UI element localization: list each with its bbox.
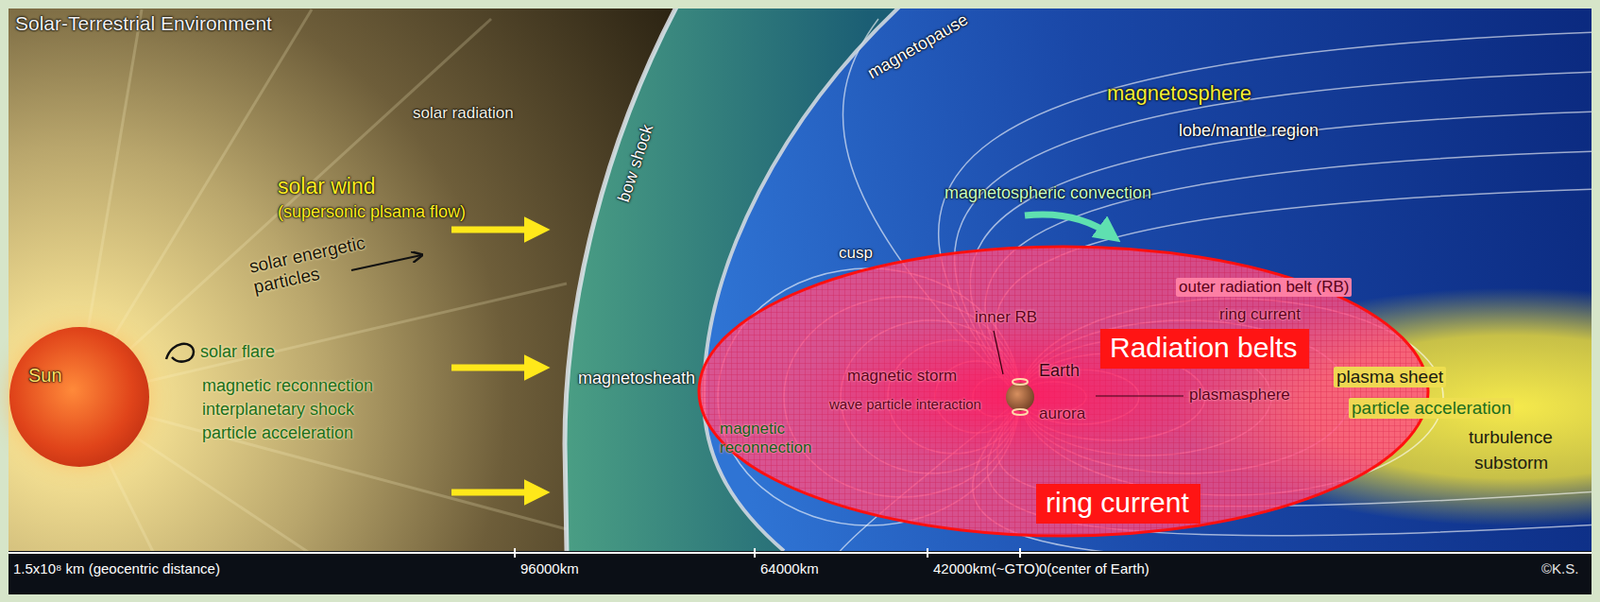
region-label: magnetic storm [847, 366, 957, 386]
region-label: plasmasphere [1189, 385, 1291, 405]
diagram-title: Solar-Terrestrial Environment [15, 12, 273, 35]
scale-label: ©K.S. [1541, 560, 1579, 577]
solar-wind-arrows [451, 229, 541, 493]
sun-ray [76, 397, 567, 529]
highlight-hatch [698, 246, 1429, 536]
region-label: solar flare [200, 341, 275, 362]
sun-ray [76, 283, 567, 398]
region-label: magnetic reconnection [719, 419, 834, 457]
scale-label: 42000km(~GTO) [933, 560, 1040, 577]
region-label: lobe/mantle region [1178, 120, 1319, 141]
highlight-ellipse [698, 246, 1429, 536]
aurora-oval [1012, 378, 1028, 385]
region-label: inner RB [974, 307, 1038, 327]
scale-tick [1019, 547, 1022, 558]
bow-shock-line [564, 8, 681, 551]
scale-ticks [514, 547, 1021, 558]
scale-label: 64000km [760, 560, 819, 577]
scale-tick [926, 547, 929, 558]
scale-label: 0(center of Earth) [1038, 560, 1150, 577]
region-label: outer radiation belt (RB) [1175, 277, 1352, 297]
sun-rays [76, 9, 567, 586]
region-label: particle acceleration [202, 423, 354, 443]
solar-wind-arrow [451, 489, 541, 496]
aurora-oval [1012, 408, 1028, 415]
sun-circle: Sun [9, 326, 150, 467]
region-label: solar radiation [412, 103, 514, 123]
solar-wind-arrow [451, 364, 541, 372]
region-label: magnetosphere [1106, 81, 1252, 105]
region-label: aurora [1038, 404, 1086, 424]
convection-arrow [1024, 214, 1113, 237]
region-label: interplanetary shock [202, 399, 355, 420]
region-label: ring current [1219, 305, 1301, 324]
scale-tick [753, 547, 756, 558]
scale-label: 1.5x10⁸ km (geocentric distance) [13, 560, 221, 577]
scale-tick [513, 547, 516, 558]
highlight-outline [698, 246, 1429, 536]
region-label: magnetic reconnection [202, 375, 374, 396]
region-label: Earth [1038, 360, 1080, 381]
region-label: substorm [1474, 452, 1549, 474]
region-label: plasma sheet [1333, 366, 1447, 388]
leader-line [993, 330, 1004, 375]
region-label: wave particle interaction [829, 395, 982, 412]
region-label: cusp [838, 243, 873, 263]
region-label: magnetospheric convection [944, 183, 1152, 204]
highlight-box: ring current [1036, 483, 1201, 524]
scale-label: 96000km [520, 560, 579, 577]
box-label: ring current [1045, 486, 1192, 519]
scale-strip [8, 550, 1592, 595]
region-label: solar wind [277, 173, 376, 199]
box-label: Radiation belts [1109, 331, 1300, 364]
solar-wind-arrow [451, 226, 541, 234]
sun-label: Sun [28, 364, 63, 387]
sun-ray [76, 18, 492, 398]
scale-line [8, 551, 1592, 554]
highlight-box: Radiation belts [1100, 328, 1310, 369]
region-label: magnetosheath [578, 368, 696, 389]
earth-globe [1005, 382, 1035, 411]
region-label: (supersonic plsama flow) [277, 202, 466, 222]
leader-line [1095, 394, 1184, 396]
region-label: particle acceleration [1348, 397, 1515, 419]
artwork [8, 8, 1592, 595]
flare-loop [166, 343, 194, 362]
region-label: turbulence [1468, 426, 1553, 448]
